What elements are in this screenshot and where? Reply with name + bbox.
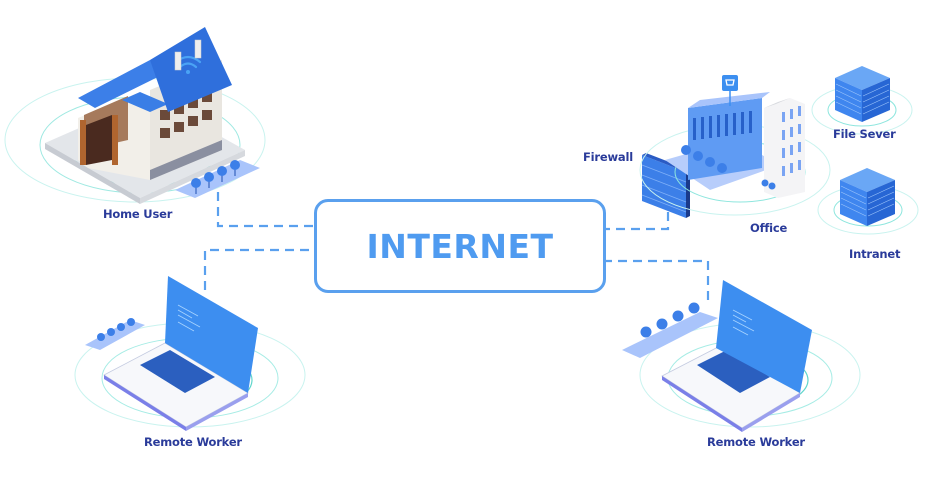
remote-worker-left-label: Remote Worker bbox=[144, 435, 242, 449]
office-label: Office bbox=[750, 221, 788, 235]
laptop-icon-left bbox=[74, 276, 306, 431]
file-server-icon bbox=[811, 66, 913, 135]
home-user-label: Home User bbox=[103, 207, 173, 221]
house-icon bbox=[4, 27, 266, 204]
connector-home-internet bbox=[216, 192, 314, 228]
file-server-label: File Sever bbox=[833, 127, 896, 141]
remote-worker-right-label: Remote Worker bbox=[707, 435, 805, 449]
office-building-icon bbox=[639, 75, 831, 216]
firewall-label: Firewall bbox=[583, 150, 633, 164]
connector-remote2-internet bbox=[606, 259, 710, 300]
connectors bbox=[203, 192, 710, 300]
connector-firewall-internet bbox=[606, 212, 670, 231]
intranet-label: Intranet bbox=[849, 247, 901, 261]
intranet-server-icon bbox=[817, 168, 919, 235]
connector-remote1-internet bbox=[203, 248, 314, 290]
laptop-icon-right bbox=[622, 280, 861, 432]
internet-label: INTERNET bbox=[366, 226, 554, 266]
internet-node: INTERNET bbox=[314, 199, 606, 293]
